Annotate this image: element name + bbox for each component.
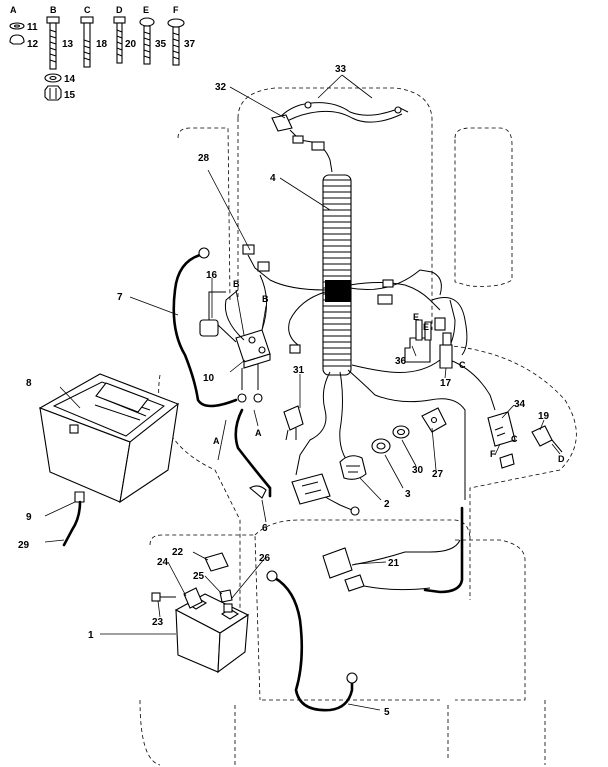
hw-letter-a: A xyxy=(10,5,17,15)
hw-letter-f: F xyxy=(173,5,179,15)
callout-34: 34 xyxy=(514,399,526,410)
callout-25: 25 xyxy=(193,571,205,582)
mark-a-left: A xyxy=(213,436,220,446)
mark-f: F xyxy=(490,449,496,459)
callout-4: 4 xyxy=(270,173,276,184)
connector-28 xyxy=(242,244,270,272)
callout-11: 11 xyxy=(27,22,38,33)
switch-31 xyxy=(283,405,304,441)
callout-18: 18 xyxy=(96,39,108,50)
drain-tube-9 xyxy=(62,491,85,547)
mark-d: D xyxy=(558,454,565,464)
mark-b-left: B xyxy=(233,279,240,289)
callout-9: 9 xyxy=(26,512,32,523)
tractor-outline xyxy=(139,87,577,766)
key-switch-2 xyxy=(339,455,367,480)
grommet-3 xyxy=(371,438,391,454)
mark-c-lower: C xyxy=(511,434,518,444)
callout-14: 14 xyxy=(64,74,76,85)
callout-23: 23 xyxy=(152,617,164,628)
switch-17 xyxy=(439,332,453,369)
mark-e-right: E xyxy=(423,322,429,332)
hardware-key: A B C D E F 11 12 13 18 20 35 xyxy=(9,5,196,101)
callout-29: 29 xyxy=(18,540,30,551)
bracket-36 xyxy=(404,319,432,363)
callout-33: 33 xyxy=(335,64,347,75)
callout-3: 3 xyxy=(405,489,411,500)
mark-e-left: E xyxy=(413,312,419,322)
callout-1: 1 xyxy=(88,630,94,641)
harness-connectors xyxy=(289,279,446,354)
callout-13: 13 xyxy=(62,39,74,50)
callout-6: 6 xyxy=(262,523,268,534)
battery-1 xyxy=(174,593,250,674)
callout-27: 27 xyxy=(432,469,444,480)
connector-plug xyxy=(291,473,360,516)
clip-24 xyxy=(183,587,203,609)
leader-lines xyxy=(44,74,561,711)
solenoid-10 xyxy=(235,329,271,403)
callout-12: 12 xyxy=(27,39,39,50)
callout-35: 35 xyxy=(155,39,167,50)
bracket-34 xyxy=(487,411,516,447)
callout-24: 24 xyxy=(157,557,169,568)
callout-7: 7 xyxy=(117,292,123,303)
callout-17: 17 xyxy=(440,378,452,389)
callouts: 1 2 3 4 5 6 7 8 9 10 16 17 19 21 22 23 2… xyxy=(18,64,550,718)
cable-6 xyxy=(234,408,272,499)
hw-letter-d: D xyxy=(116,5,123,15)
callout-15: 15 xyxy=(64,90,76,101)
hw-letter-b: B xyxy=(50,5,57,15)
callout-8: 8 xyxy=(26,378,32,389)
mark-c-upper: C xyxy=(459,360,466,370)
headlight-harness xyxy=(271,101,409,173)
mark-b-right: B xyxy=(262,294,269,304)
mark-a-right: A xyxy=(255,428,262,438)
callout-37: 37 xyxy=(184,39,196,50)
hw-letter-c: C xyxy=(84,5,91,15)
cable-7 xyxy=(172,247,238,408)
callout-19: 19 xyxy=(538,411,550,422)
callout-32: 32 xyxy=(215,82,227,93)
callout-5: 5 xyxy=(384,707,390,718)
conduit-tube xyxy=(322,174,352,376)
plate-27 xyxy=(421,407,447,433)
callout-21: 21 xyxy=(388,558,400,569)
nut-25 xyxy=(219,589,233,613)
callout-31: 31 xyxy=(293,365,305,376)
callout-30: 30 xyxy=(412,465,424,476)
main-harness xyxy=(247,254,496,511)
callout-26: 26 xyxy=(259,553,271,564)
fuse-16 xyxy=(199,291,226,337)
callout-20: 20 xyxy=(125,39,137,50)
callout-10: 10 xyxy=(203,373,215,384)
thick-wire-loom xyxy=(423,506,464,594)
battery-tray-8 xyxy=(38,373,180,504)
hw-letter-e: E xyxy=(143,5,149,15)
grommet-30 xyxy=(392,425,410,439)
bolt-23 xyxy=(151,592,176,602)
callout-22: 22 xyxy=(172,547,184,558)
callout-16: 16 xyxy=(206,270,218,281)
terminal-cover-22 xyxy=(204,552,229,572)
callout-2: 2 xyxy=(384,499,390,510)
solenoid-wires xyxy=(217,274,267,343)
cable-5 xyxy=(266,570,358,712)
callout-28: 28 xyxy=(198,153,210,164)
connector-21 xyxy=(322,547,431,592)
letter-marks: A A B B C C D E E F xyxy=(213,279,565,464)
callout-36: 36 xyxy=(395,356,407,367)
